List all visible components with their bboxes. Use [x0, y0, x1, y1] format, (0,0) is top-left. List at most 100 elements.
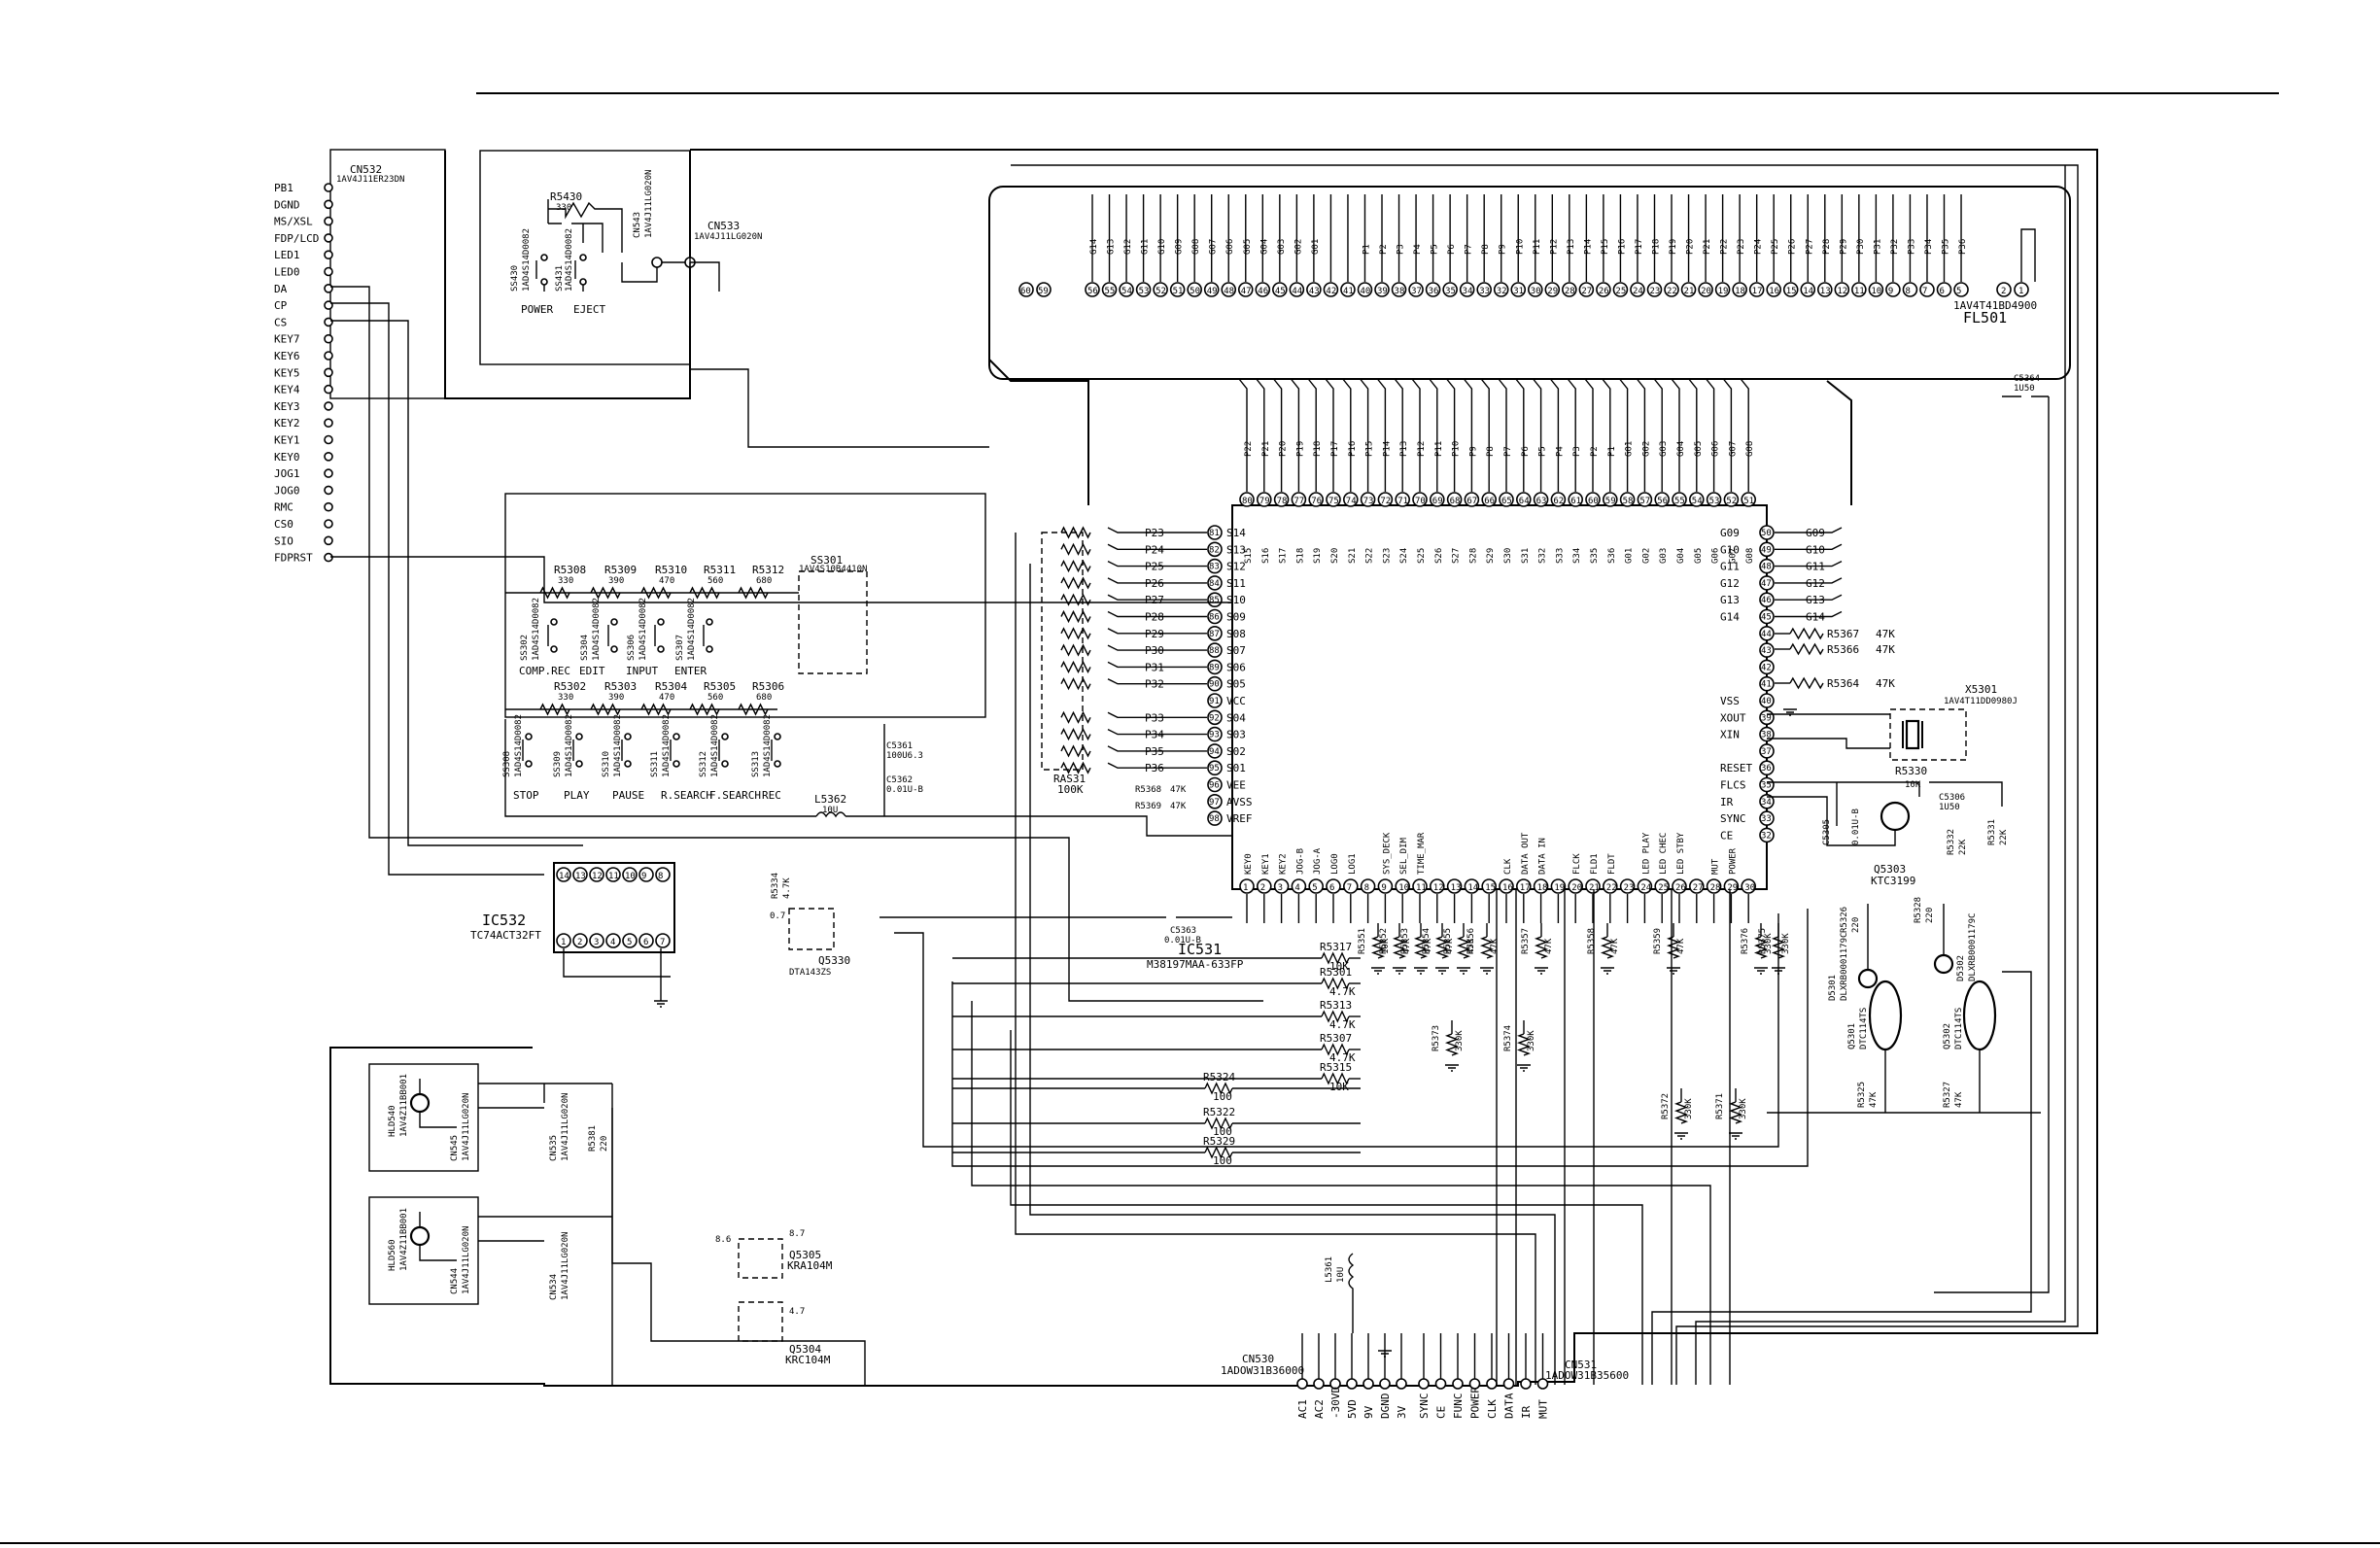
- ic531-left-lead: [1107, 678, 1207, 685]
- fl501-segment-label: P22: [1720, 239, 1730, 255]
- ic531-pin-number: 11: [1416, 883, 1427, 893]
- fl501-pin-number: 15: [1786, 287, 1797, 296]
- vertical-resistor-value: 47K: [1490, 938, 1500, 954]
- cn532-pin: [324, 535, 333, 546]
- resistor-zigzag: [1434, 936, 1450, 959]
- ic532-pin: [655, 933, 671, 948]
- ic531-pin: [1446, 492, 1463, 507]
- fl501-segment-label: P12: [1549, 239, 1559, 255]
- fl501-pin-number: 1: [2018, 287, 2023, 296]
- ic531-left-pin-label: S14: [1226, 527, 1246, 539]
- ic531-right-lead: [1775, 594, 1843, 601]
- cn532-pin-label: JOG0: [274, 484, 300, 497]
- ic531-top-pin-label: S26: [1434, 548, 1444, 564]
- ic531-top-lead: [1688, 378, 1698, 492]
- fl501-grid-label: G12: [1123, 239, 1133, 255]
- ic531-left-net-label: P31: [1145, 661, 1164, 673]
- ic531-pin-number: 39: [1761, 713, 1772, 723]
- fl501-pin: [1374, 282, 1390, 297]
- fl501-pin: [1885, 282, 1901, 297]
- resistor-zigzag: [1392, 936, 1407, 959]
- ic531-top-pin-label: G08: [1745, 548, 1755, 564]
- r5368-value: 47K: [1170, 785, 1187, 795]
- cn532-pin: [324, 485, 333, 496]
- cn543-ref: CN543: [633, 212, 642, 238]
- ic531-top-pin-label: S16: [1261, 548, 1271, 564]
- resistor-zigzag: [1204, 1117, 1233, 1130]
- key-switch-ref: SS304: [580, 635, 590, 661]
- ic531-pin-number: 4: [1294, 883, 1299, 893]
- vertical-resistor-value: 47K: [1445, 938, 1455, 954]
- ic532-pin-number: 14: [559, 872, 569, 881]
- ic531-right-pin-label: G13: [1720, 594, 1740, 606]
- ground-symbol: [1601, 967, 1614, 975]
- fl501-pin-number: 53: [1139, 287, 1150, 296]
- cn531-pin-label: CLK: [1486, 1399, 1499, 1419]
- ic531-top-lead: [1480, 378, 1490, 492]
- ic531-top-pin-label: S22: [1365, 548, 1375, 564]
- main-board-frame: [329, 149, 2098, 1387]
- ic531-pin: [1207, 693, 1223, 708]
- ic531-top-lead: [1411, 378, 1421, 492]
- ic531-bottom-pin-label: POWER: [1728, 847, 1738, 875]
- ic531-pin: [1207, 659, 1223, 675]
- fl501-segment-label: P34: [1924, 239, 1934, 255]
- cn532-pin-label: KEY3: [274, 400, 300, 413]
- ic531-left-pin-label: VREF: [1226, 812, 1253, 825]
- resistor-zigzag: [1321, 1072, 1350, 1085]
- ic531-pin-number: 86: [1209, 613, 1220, 623]
- ic531-left-lead: [1107, 560, 1207, 568]
- fl501-pin-number: 18: [1735, 287, 1745, 296]
- ic531-pin: [1759, 693, 1775, 708]
- fl501-segment-label: P2: [1379, 244, 1389, 255]
- ic531-top-net-label: P17: [1330, 441, 1340, 457]
- fl501-pin: [1698, 282, 1713, 297]
- ic531-bottom-pin-label: KEY2: [1279, 853, 1289, 875]
- ic531-pin: [1759, 625, 1775, 641]
- bottom-resistor-value: 10K: [1329, 960, 1349, 973]
- ic531-pin-number: 50: [1761, 529, 1772, 538]
- ic531-pin-number: 68: [1450, 497, 1461, 506]
- fl501-segment-label: P3: [1397, 244, 1406, 255]
- ic531-part: M38197MAA-633FP: [1147, 958, 1244, 971]
- cn535-part: 1AV4J11LG020N: [561, 1093, 570, 1161]
- ic531-bottom-pin-label: FLCK: [1572, 853, 1582, 875]
- fl501-grid-label: G07: [1209, 239, 1219, 255]
- ic531-bottom-pin-label: JOG-A: [1313, 847, 1323, 875]
- fl501-pin-number: 50: [1190, 287, 1200, 296]
- bottom-resistor-ref: R5324: [1203, 1071, 1235, 1084]
- ic531-top-lead: [1256, 378, 1265, 492]
- ic531-pin: [1481, 878, 1497, 894]
- cn532-pin-label: DGND: [274, 198, 300, 211]
- bottom-resistor-ref: R5313: [1320, 999, 1352, 1012]
- cn530-part: 1ADOW31B36000: [1221, 1364, 1304, 1377]
- key-row1-resistor-ref: R5308: [554, 564, 586, 576]
- ic531-pin-number: 97: [1209, 798, 1220, 808]
- ic531-top-pin-label: G05: [1694, 548, 1704, 564]
- fl501-pin: [1018, 282, 1034, 297]
- q5304-part: KRC104M: [785, 1354, 831, 1366]
- ic531-bottom-pin-label: SEL_DIM: [1399, 837, 1409, 875]
- fl501-segment-label: P20: [1686, 239, 1696, 255]
- ss430-ref: SS430: [510, 265, 520, 292]
- cn532-pin-label: RMC: [274, 501, 293, 514]
- ic531-top-net-label: P5: [1538, 446, 1548, 457]
- fl501-pin-number: 49: [1207, 287, 1218, 296]
- fl501-pin: [1459, 282, 1475, 297]
- r5331-value: 22K: [1999, 829, 2009, 845]
- cn534-ref: CN534: [549, 1274, 559, 1300]
- ic532-pin: [605, 933, 621, 948]
- q5305-ref: Q5305: [789, 1249, 821, 1261]
- fl501-pin-number: 22: [1667, 287, 1677, 296]
- ic531-pin-number: 90: [1209, 680, 1220, 690]
- key-switch-name: PAUSE: [612, 789, 644, 802]
- ic531-pin: [1207, 726, 1223, 742]
- ic531-pin: [1759, 558, 1775, 574]
- cn531-pin-label: SYNC: [1418, 1393, 1431, 1420]
- ic531-pin: [1759, 675, 1775, 692]
- ic532-pin-number: 8: [658, 872, 663, 881]
- ic531-top-lead: [1706, 378, 1715, 492]
